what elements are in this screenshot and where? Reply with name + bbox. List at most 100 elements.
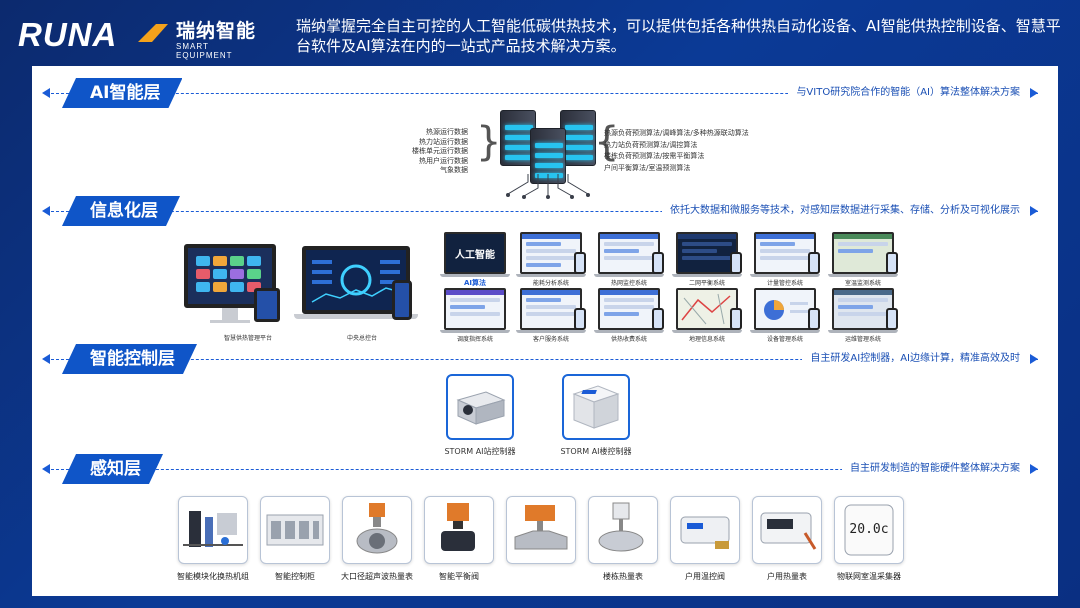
system-thumbnail: [598, 288, 660, 330]
logo-swoosh-icon: [138, 24, 168, 42]
ai-algorithm-item: 热力站负荷预测算法/调控算法: [604, 140, 698, 149]
mobile-phone: [392, 280, 412, 320]
ai-algorithm-list: 热源负荷预测算法/调峰算法/多种热源联动算法 热力站负荷预测算法/调控算法 楼栋…: [604, 128, 749, 174]
layer-info-desc: 依托大数据和微服务等技术，对感知层数据进行采集、存储、分析及可视化展示: [662, 204, 1028, 218]
system-label: 运维管理系统: [844, 336, 881, 343]
product-card: [752, 496, 822, 564]
ai-input-list: 热源运行数据 热力站运行数据 楼栋单元运行数据 热用户运行数据 气象数据: [412, 128, 468, 176]
phone-icon: [730, 308, 742, 330]
layer-sensing-row: 感知层 自主研发制造的智能硬件整体解决方案: [32, 456, 1058, 482]
ai-input-item: 气象数据: [440, 166, 468, 174]
layer-control-title: 智能控制层: [62, 344, 197, 374]
system-label: 计量管控系统: [766, 280, 803, 287]
station-controller-icon: [456, 391, 506, 425]
ai-algorithm-item: 户间平衡算法/室温预测算法: [604, 163, 691, 172]
phone-icon: [574, 252, 586, 274]
control-cabinet-icon: [266, 514, 324, 546]
platform-label: 中央总控台: [346, 335, 377, 342]
product-label: 楼栋热量表: [603, 572, 643, 581]
layer-ai-desc: 与VITO研究院合作的智能（AI）算法整体解决方案: [788, 86, 1028, 100]
product-label: 智能模块化换热机组: [177, 572, 249, 581]
circuit-lines-icon: [506, 174, 590, 199]
logo-en-name: SMART EQUIPMENT: [176, 42, 233, 60]
layer-ai-row: AI智能层 与VITO研究院合作的智能（AI）算法整体解决方案: [32, 80, 1058, 106]
ai-input-item: 热力站运行数据: [419, 137, 468, 146]
phone-icon: [730, 252, 742, 274]
building-heat-meter-icon: [598, 502, 644, 552]
system-label: 设备管理系统: [766, 336, 803, 343]
arrow-right-icon: [1030, 354, 1038, 364]
product-card: [424, 496, 494, 564]
product-label: 智能控制柜: [275, 572, 315, 581]
system-thumbnail: [520, 232, 582, 274]
system-label: 热网监控系统: [610, 280, 647, 287]
product-card: [260, 496, 330, 564]
architecture-panel: AI智能层 与VITO研究院合作的智能（AI）算法整体解决方案 热源运行数据 热…: [32, 66, 1058, 596]
room-temp-sensor-icon: 20.0c: [844, 504, 894, 556]
system-label: 二网平衡系统: [688, 280, 725, 287]
product-label: 大口径超声波热量表: [341, 572, 413, 581]
layer-sensing-title: 感知层: [62, 454, 163, 484]
system-thumbnail: [754, 232, 816, 274]
system-label: AI算法: [463, 279, 487, 287]
temperature-valve-icon: [680, 516, 730, 549]
ai-input-item: 楼栋单元运行数据: [412, 147, 468, 155]
layer-sensing-desc: 自主研发制造的智能硬件整体解决方案: [842, 462, 1028, 476]
phone-icon: [574, 308, 586, 330]
product-card: [588, 496, 658, 564]
system-thumbnail: [520, 288, 582, 330]
brace-icon: {: [594, 119, 620, 165]
system-thumbnail: [676, 288, 738, 330]
station-controller-card: [446, 374, 514, 440]
product-card: [506, 496, 576, 564]
arrow-right-icon: [1030, 88, 1038, 98]
arrow-left-icon: [42, 464, 50, 474]
ai-thumb-text: 人工智能: [455, 250, 495, 261]
system-thumbnail: [832, 232, 894, 274]
arrow-left-icon: [42, 88, 50, 98]
product-label: 户用热量表: [767, 572, 807, 581]
layer-info-row: 信息化层 依托大数据和微服务等技术，对感知层数据进行采集、存储、分析及可视化展示: [32, 198, 1058, 224]
arrow-right-icon: [1030, 464, 1038, 474]
dashboard-chart-icon: [311, 260, 401, 303]
platform-label: 智慧供热管理平台: [223, 335, 272, 342]
system-label: 能耗分析系统: [532, 280, 569, 287]
product-label: 智能平衡阀: [439, 572, 479, 581]
system-label: 供热收费系统: [610, 336, 647, 343]
ai-server-cluster-icon: [494, 106, 602, 194]
system-thumbnail-ai: 人工智能: [444, 232, 506, 274]
phone-icon: [652, 252, 664, 274]
logo-text: RUNA: [18, 16, 118, 53]
product-label: 物联网室温采集器: [837, 572, 901, 581]
balance-valve-icon: [441, 503, 475, 551]
product-card: 20.0c: [834, 496, 904, 564]
household-heat-meter-icon: [760, 512, 817, 550]
ai-input-item: 热源运行数据: [426, 128, 468, 136]
system-thumbnail: [676, 232, 738, 274]
phone-icon: [652, 308, 664, 330]
system-label: 调度指挥系统: [456, 336, 493, 343]
system-thumbnail: [598, 232, 660, 274]
layer-info-title: 信息化层: [62, 196, 180, 226]
pie-chart-icon: [764, 300, 808, 320]
system-thumbnail: [832, 288, 894, 330]
layer-control-row: 智能控制层 自主研发AI控制器，AI边缘计算，精准高效及时: [32, 346, 1058, 372]
system-label: 地理信息系统: [688, 336, 725, 343]
company-intro: 瑞纳掌握完全自主可控的人工智能低碳供热技术，可以提供包括各种供热自动化设备、AI…: [296, 17, 1061, 55]
building-controller-card: [562, 374, 630, 440]
system-thumbnail: [754, 288, 816, 330]
ai-input-item: 热用户运行数据: [419, 156, 468, 165]
heat-exchange-unit-icon: [183, 511, 243, 547]
system-label: 客户服务系统: [532, 336, 569, 343]
arrow-left-icon: [42, 206, 50, 216]
product-label: 户用温控阀: [685, 572, 725, 581]
arrow-left-icon: [42, 354, 50, 364]
logo-cn-name: 瑞纳智能: [176, 20, 257, 42]
product-card: [670, 496, 740, 564]
layer-ai-title: AI智能层: [62, 78, 182, 108]
phone-icon: [808, 252, 820, 274]
ultrasonic-meter-icon: [356, 503, 398, 554]
product-card: [178, 496, 248, 564]
brace-icon: }: [476, 119, 502, 165]
phone-icon: [886, 308, 898, 330]
